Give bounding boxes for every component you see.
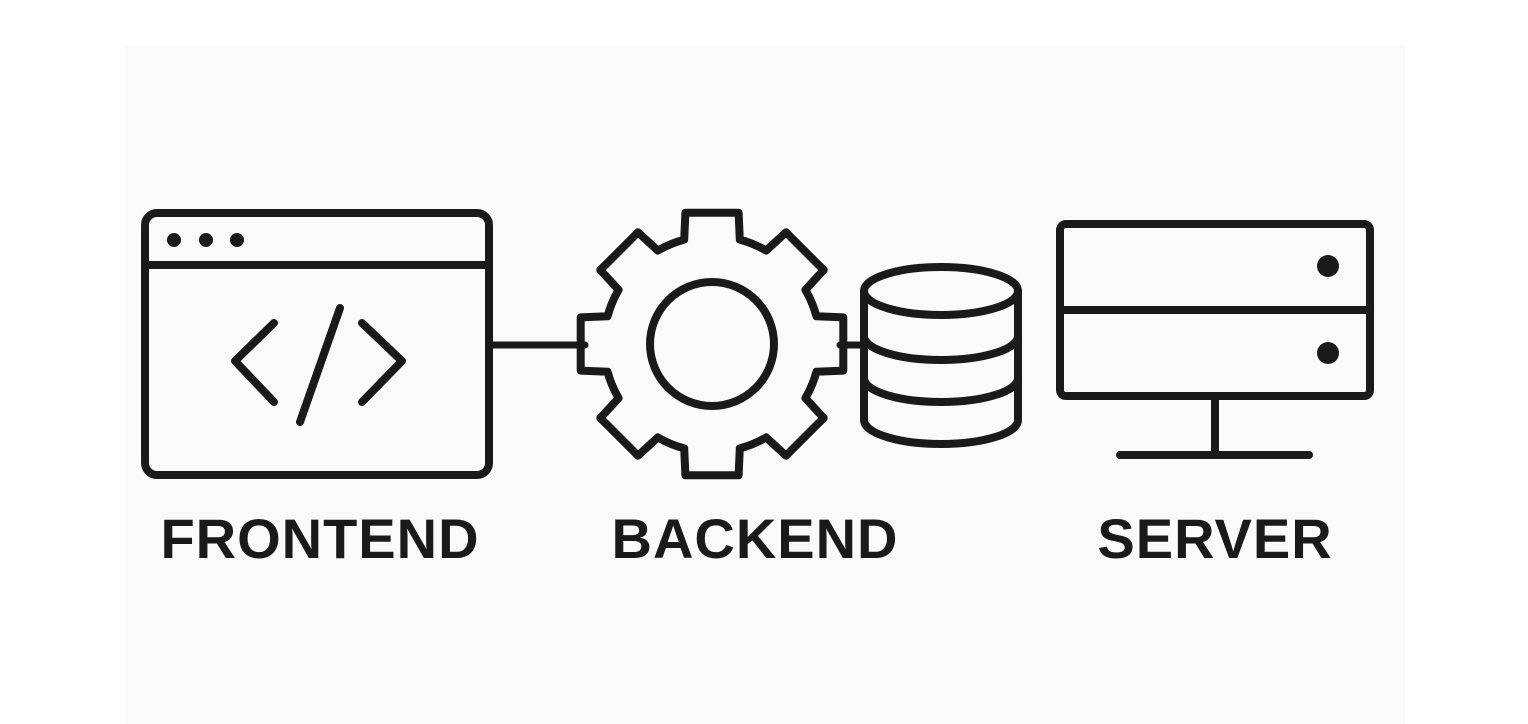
server-label: SERVER (1097, 507, 1333, 570)
database-icon (860, 263, 1022, 448)
gear-icon (576, 208, 848, 480)
background-panel (125, 45, 1405, 724)
gear-hub (646, 278, 778, 410)
server-monitor-icon (1056, 220, 1374, 459)
window-control-dots (167, 233, 244, 247)
browser-code-window-icon (141, 209, 493, 479)
frontend-label: FRONTEND (160, 507, 480, 570)
backend-label: BACKEND (611, 507, 899, 570)
server-status-lights (1317, 255, 1339, 364)
